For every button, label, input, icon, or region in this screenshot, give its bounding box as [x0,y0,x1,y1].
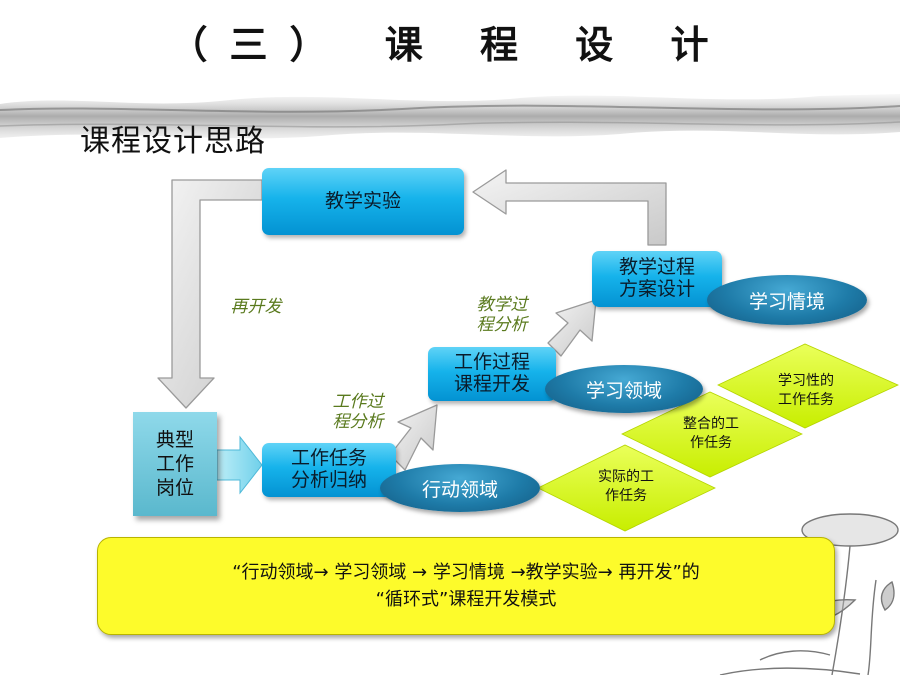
course-development-box: 工作过程 课程开发 [428,347,556,401]
summary-box: “行动领域→ 学习领域 → 学习情境 →教学实验→ 再开发”的 “循环式”课程开… [97,537,835,635]
diamond-actual-task [537,444,716,532]
integrated-task-text: 整合的工 作任务 [663,415,759,453]
diamond-learning-task [717,343,899,429]
work-process-analysis-label: 工作过 程分析 [318,392,398,433]
typical-post-line-3: 岗位 [155,477,194,500]
redevelop-label: 再开发 [230,297,282,317]
typical-post-box: 典型 工作 岗位 [133,412,217,516]
slide-subtitle: 课程设计思路 [80,124,266,159]
work-process-analysis-line-2: 程分析 [332,412,384,433]
action-domain-label: 行动领域 [421,478,498,501]
learning-domain-oval: 学习领域 [545,365,703,413]
teaching-experiment-label: 教学实验 [324,189,401,212]
learning-domain-label: 学习领域 [585,379,662,402]
up-arrow-1 [389,404,438,471]
actual-task-line-1: 实际的工 [598,469,654,485]
learning-task-line-1: 学习性的 [778,373,834,389]
typical-to-task-arrow [216,435,263,495]
ink-wash-band [0,94,900,139]
lotus-sketch-decoration [719,513,899,675]
redevelop-arrow [157,179,263,409]
learning-situation-label: 学习情境 [748,290,825,313]
summary-line-2: “循环式”课程开发模式 [375,589,557,610]
actual-task-line-2: 作任务 [605,487,647,504]
work-task-analysis-box: 工作任务 分析归纳 [262,443,396,497]
teaching-process-analysis-label: 教学过 程分析 [462,295,542,336]
return-arrow-top [472,169,667,246]
course-development-line-1: 工作过程 [453,351,530,374]
work-process-analysis-line-1: 工作过 [332,392,384,412]
action-domain-oval: 行动领域 [380,464,540,512]
learning-situation-oval: 学习情境 [707,275,867,325]
typical-post-line-1: 典型 [155,428,194,451]
integrated-task-line-1: 整合的工 [683,416,739,432]
learning-task-text: 学习性的 工作任务 [758,372,854,410]
diamond-integrated-task [621,391,803,478]
slide-title: （三） 课 程 设 计 [169,23,731,67]
course-development-line-2: 课程开发 [453,373,530,395]
teaching-process-analysis-line-1: 教学过 [476,295,528,315]
teaching-plan-line-1: 教学过程 [618,256,695,279]
integrated-task-line-2: 作任务 [690,434,732,451]
learning-task-line-2: 工作任务 [778,391,834,408]
teaching-plan-design-box: 教学过程 方案设计 [592,251,722,307]
work-task-line-2: 分析归纳 [290,469,367,491]
typical-post-line-2: 工作 [155,452,194,475]
teaching-process-analysis-line-2: 程分析 [476,315,528,336]
actual-task-text: 实际的工 作任务 [578,468,674,506]
up-arrow-2 [547,299,597,357]
summary-line-1: “行动领域→ 学习领域 → 学习情境 →教学实验→ 再开发”的 [232,562,700,583]
teaching-experiment-box: 教学实验 [262,168,464,235]
teaching-plan-line-2: 方案设计 [618,278,695,300]
work-task-line-1: 工作任务 [290,447,367,470]
